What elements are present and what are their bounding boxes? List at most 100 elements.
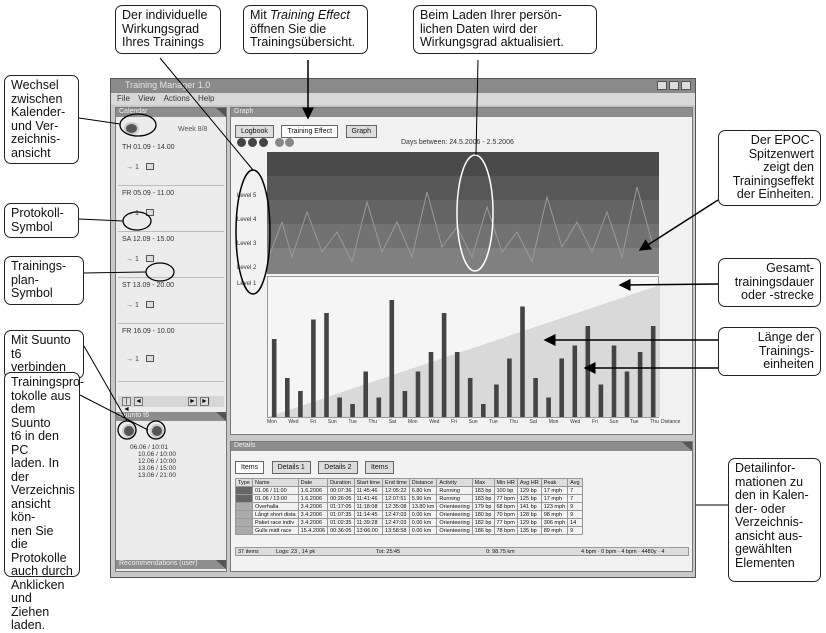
tab-details-2[interactable]: Details 2	[318, 461, 358, 474]
table-cell: 129 bp	[516, 486, 542, 495]
list-item[interactable]: FR 05.09 - 11.00 → 1	[118, 188, 224, 232]
column-header[interactable]: Name	[251, 478, 299, 487]
duration-bar	[546, 397, 551, 417]
nav-first-button[interactable]: |◄	[122, 397, 131, 413]
training-plan-icon[interactable]	[146, 255, 154, 262]
training-plan-icon[interactable]	[146, 355, 154, 362]
training-plan-icon[interactable]	[146, 301, 154, 308]
training-plan-icon[interactable]	[146, 209, 154, 216]
minimize-icon[interactable]	[657, 81, 667, 90]
maximize-icon[interactable]	[669, 81, 679, 90]
table-cell: 182 bp	[471, 518, 495, 527]
table-cell: 70 bpm	[493, 510, 518, 519]
column-header[interactable]: Peak	[540, 478, 569, 487]
menu-help[interactable]: Help	[198, 94, 215, 103]
duration-bar	[507, 358, 512, 417]
list-item[interactable]: ST 13.09 - 20.00 → 1	[118, 280, 224, 324]
protocol-icon[interactable]: → 1	[126, 164, 139, 171]
duration-bar	[572, 345, 578, 417]
tree-item[interactable]: 10.06 / 10:00	[138, 451, 176, 458]
tab-items[interactable]: Items	[235, 461, 265, 474]
protocol-icon[interactable]: → 1	[126, 356, 139, 363]
table-cell: 9	[567, 502, 583, 511]
menu-file[interactable]: File	[117, 94, 130, 103]
table-cell: 183 bp	[471, 494, 495, 503]
forward-icon[interactable]	[285, 138, 294, 147]
nav-prev-button[interactable]: ◄	[134, 397, 143, 406]
column-header[interactable]: Max	[471, 478, 495, 487]
duration-bar	[598, 384, 604, 417]
table-cell: 5.90 km	[408, 494, 438, 503]
column-header[interactable]: Avg HR	[516, 478, 542, 487]
column-header[interactable]: Type	[235, 478, 253, 487]
duration-bar	[454, 352, 460, 417]
tab-details-1[interactable]: Details 1	[271, 461, 311, 474]
column-header[interactable]: Activity	[436, 478, 473, 487]
training-plan-icon[interactable]	[146, 163, 154, 170]
table-cell: 3.4.2006	[297, 518, 329, 527]
level-labels: Level 5 Level 4 Level 3 Level 2 Level 1	[237, 193, 257, 287]
axis-day-label: Thu	[368, 419, 378, 425]
table-cell: Running	[436, 486, 473, 495]
column-header[interactable]: Distance	[408, 478, 438, 487]
protocol-icon[interactable]: → 1	[126, 256, 139, 263]
axis-day-label: Sun	[468, 419, 478, 425]
tab-logbook[interactable]: Logbook	[235, 125, 274, 138]
table-cell: 12:35:08	[382, 502, 410, 511]
table-cell: 01:17:05	[327, 502, 355, 511]
tab-items-2[interactable]: Items	[364, 461, 395, 474]
tree-item[interactable]: 13.06 / 21:00	[138, 472, 176, 479]
list-item[interactable]: SA 12.09 - 15.00 → 1	[118, 234, 224, 278]
zoom-out-icon[interactable]	[237, 138, 246, 147]
table-cell: 14	[567, 518, 583, 527]
menu-actions[interactable]: Actions	[163, 94, 190, 103]
list-item[interactable]: TH 01.09 - 14.00 → 1	[118, 142, 224, 186]
protocol-icon[interactable]: → 1	[126, 210, 139, 217]
table-cell: Orienteering	[436, 518, 473, 527]
menu-view[interactable]: View	[138, 94, 156, 103]
tree-item[interactable]: 06.06 / 10:01	[130, 444, 168, 451]
table-cell: 123 mph	[540, 502, 569, 511]
table-cell: 306 mph	[540, 518, 569, 527]
column-header[interactable]: End time	[382, 478, 410, 487]
tree-item[interactable]: 12.06 / 10:00	[138, 458, 176, 465]
tree-item[interactable]: 13.06 / 15:00	[138, 465, 176, 472]
column-header[interactable]: Min HR	[493, 478, 518, 487]
column-header[interactable]: Start time	[353, 478, 384, 487]
back-icon[interactable]	[275, 138, 284, 147]
column-header[interactable]: Avg	[567, 478, 583, 487]
download-logs-button[interactable]	[150, 424, 164, 438]
table-cell: 13:58:58	[382, 526, 410, 535]
calendar-pane: Calendar Week 8/8 TH 01.09 - 14.00 → 1 F…	[115, 107, 227, 572]
view-toggle-button[interactable]	[124, 122, 139, 135]
table-cell	[235, 486, 253, 495]
calendar-header: Calendar	[116, 108, 226, 117]
tab-graph[interactable]: Graph	[345, 125, 377, 138]
app-window: Training Manager 1.0 File View Actions H…	[110, 78, 696, 578]
folder-header: Suunto t6	[116, 412, 226, 421]
zoom-in-icon[interactable]	[259, 138, 268, 147]
nav-next-button[interactable]: ►	[188, 397, 197, 406]
table-cell: 3.4.2006	[297, 502, 329, 511]
list-item[interactable]: FR 16.09 - 10.00 → 1	[118, 326, 224, 382]
column-header[interactable]: Duration	[327, 478, 355, 487]
protocol-icon[interactable]: → 1	[126, 302, 139, 309]
column-header[interactable]: Date	[297, 478, 329, 487]
nav-last-button[interactable]: ►|	[200, 397, 210, 406]
table-cell: Orienteering	[436, 510, 473, 519]
zoom-reset-icon[interactable]	[248, 138, 257, 147]
close-icon[interactable]	[681, 81, 691, 90]
connect-suunto-button[interactable]	[122, 424, 136, 438]
table-cell: Gulls midt race	[251, 526, 299, 535]
tab-training-effect[interactable]: Training Effect	[281, 125, 339, 138]
